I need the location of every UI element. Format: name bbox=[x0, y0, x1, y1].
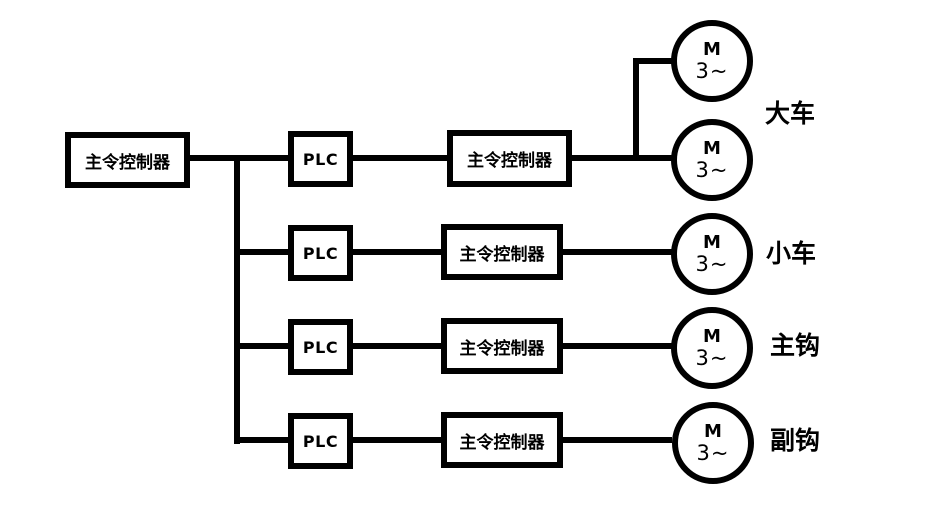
plc-box-row3: PLC bbox=[288, 319, 353, 375]
master-controller-label: 主令控制器 bbox=[85, 152, 170, 173]
motor-phase: 3~ bbox=[695, 345, 729, 370]
wire-plc3-to-controller3 bbox=[353, 343, 441, 349]
motor-phase: 3~ bbox=[695, 251, 729, 276]
controller-label: 主令控制器 bbox=[459, 244, 545, 265]
wire-controller4-to-motor bbox=[563, 437, 672, 443]
wire-branch-row2 bbox=[234, 249, 290, 255]
motor-phase: 3~ bbox=[695, 58, 729, 83]
plc-box-row4: PLC bbox=[288, 413, 353, 469]
wire-bus-vertical bbox=[234, 155, 240, 444]
wire-branch-row3 bbox=[234, 343, 290, 349]
wire-controller2-to-motor bbox=[563, 249, 672, 255]
controller-box-row2: 主令控制器 bbox=[441, 224, 563, 280]
wire-plc1-to-controller1 bbox=[353, 155, 447, 161]
controller-label: 主令控制器 bbox=[467, 151, 552, 171]
wire-motor-split-vertical bbox=[633, 58, 639, 161]
controller-box-row4: 主令控制器 bbox=[441, 412, 563, 468]
controller-box-row3: 主令控制器 bbox=[441, 318, 563, 374]
motor-symbol: M bbox=[703, 231, 721, 253]
controller-label: 主令控制器 bbox=[459, 338, 545, 359]
master-controller-box: 主令控制器 bbox=[65, 132, 190, 188]
wire-branch-row4 bbox=[234, 437, 290, 443]
motor-symbol: M bbox=[703, 137, 721, 159]
group-label-dache: 大车 bbox=[765, 99, 816, 128]
controller-label: 主令控制器 bbox=[459, 432, 545, 453]
plc-label: PLC bbox=[302, 149, 339, 169]
wire-controller3-to-motor bbox=[563, 343, 672, 349]
wire-controller1-to-motor bbox=[572, 155, 672, 161]
motor-row1-bottom: M 3~ bbox=[671, 119, 753, 201]
plc-label: PLC bbox=[302, 243, 339, 263]
motor-symbol: M bbox=[703, 38, 721, 60]
wire-plc2-to-controller2 bbox=[353, 249, 441, 255]
wire-to-top-motor bbox=[633, 58, 672, 64]
plc-box-row2: PLC bbox=[288, 225, 353, 281]
group-label-fugou: 副钩 bbox=[770, 426, 821, 455]
controller-box-row1: 主令控制器 bbox=[447, 130, 572, 187]
motor-phase: 3~ bbox=[695, 157, 729, 182]
plc-box-row1: PLC bbox=[288, 131, 353, 187]
plc-label: PLC bbox=[302, 431, 339, 451]
motor-symbol: M bbox=[703, 325, 721, 347]
motor-symbol: M bbox=[704, 420, 722, 442]
motor-phase: 3~ bbox=[696, 440, 730, 465]
motor-row1-top: M 3~ bbox=[671, 20, 753, 102]
wire-plc4-to-controller4 bbox=[353, 437, 441, 443]
motor-row3: M 3~ bbox=[671, 307, 753, 389]
motor-row2: M 3~ bbox=[671, 213, 753, 295]
group-label-xiaoche: 小车 bbox=[766, 239, 817, 268]
plc-label: PLC bbox=[302, 337, 339, 357]
group-label-zhugou: 主钩 bbox=[770, 331, 821, 360]
motor-row4: M 3~ bbox=[672, 402, 754, 484]
